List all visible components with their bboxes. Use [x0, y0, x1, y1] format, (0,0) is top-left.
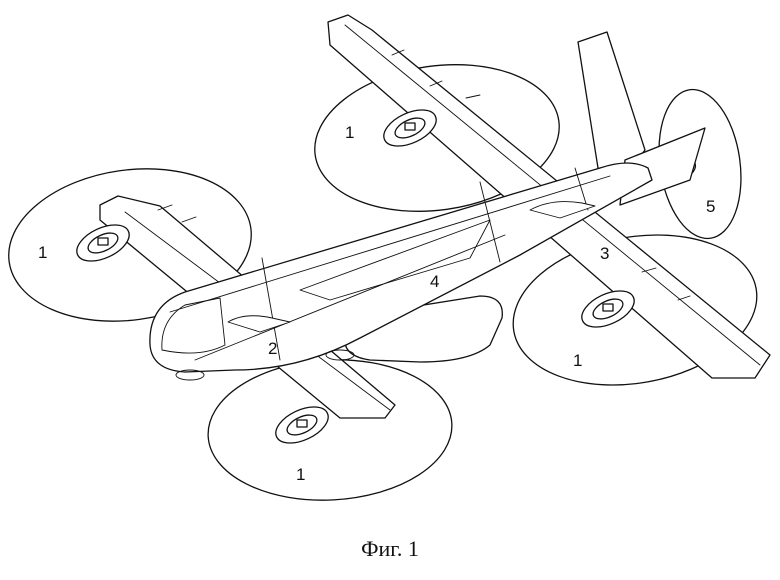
motor-pod-front-right: [270, 400, 333, 451]
vertical-fin: [578, 32, 645, 175]
callout-rotor-front-right: 1: [296, 465, 305, 484]
callout-rotor-rear-left: 1: [345, 123, 354, 142]
callout-tail-rotor: 5: [706, 197, 715, 216]
callout-rear-wing: 3: [600, 244, 609, 263]
callout-fuselage: 4: [430, 272, 439, 291]
callout-rotor-front-left: 1: [38, 243, 47, 262]
callout-rotor-rear-right: 1: [573, 351, 582, 370]
callout-front-wing: 2: [268, 339, 277, 358]
figure-caption: Фиг. 1: [0, 536, 780, 562]
